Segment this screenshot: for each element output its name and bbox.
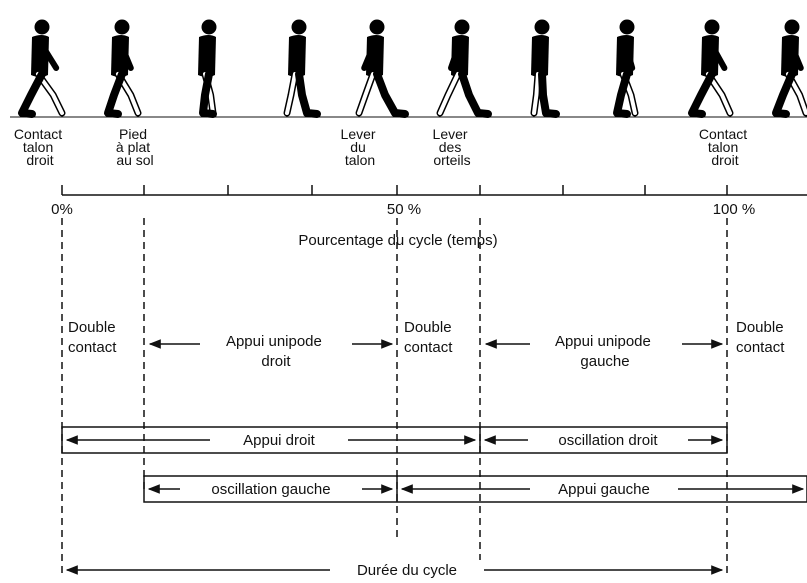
label-appui-droit: Appui droit [243,432,316,449]
walking-figures [10,19,807,118]
cycle-duration: Durée du cycle [65,562,724,579]
walking-figure [104,19,142,118]
walking-figure [613,19,639,118]
stance-swing-bars [61,426,807,503]
label-appui-gauche: Appui gauche [558,481,650,498]
event-label-heel-off: Lever du talon [341,126,380,168]
bar-left-leg [143,475,807,503]
gait-event-labels: Contact talon droit Pied à plat au sol L… [14,126,751,168]
scale-tick-50: 50 % [387,201,421,218]
walking-figure [18,19,66,118]
bar-right-leg [61,426,728,454]
phase-double-contact-2: Double contact [404,319,456,356]
phase-single-support-left: Appui unipode gauche [555,333,655,370]
phase-guide-lines [61,218,728,578]
event-label-contact-start: Contact talon droit [14,126,66,168]
walking-figure [283,19,321,118]
scale-tick-0: 0% [51,201,73,218]
event-label-foot-flat: Pied à plat au sol [116,126,154,168]
support-phases: Double contact Appui unipode droit Doubl… [68,319,788,370]
walking-figure [355,19,409,118]
event-label-toe-off: Lever des orteils [433,126,472,168]
phase-double-contact-1: Double contact [68,319,120,356]
walking-figure [198,19,217,118]
label-duree-cycle: Durée du cycle [357,562,457,578]
walking-figure [772,19,807,118]
scale-tick-100: 100 % [713,201,756,218]
phase-double-contact-3: Double contact [736,319,788,356]
cycle-percentage-scale: 0% 50 % 100 % Pourcentage du cycle (temp… [51,185,807,249]
scale-axis-label: Pourcentage du cycle (temps) [298,232,497,249]
event-label-contact-end: Contact talon droit [699,126,751,168]
walking-figure [530,19,560,118]
label-oscillation-droit: oscillation droit [558,432,658,449]
phase-single-support-right: Appui unipode droit [226,333,326,370]
label-oscillation-gauche: oscillation gauche [211,481,330,498]
walking-figure [436,19,492,118]
walking-figure [688,19,734,118]
